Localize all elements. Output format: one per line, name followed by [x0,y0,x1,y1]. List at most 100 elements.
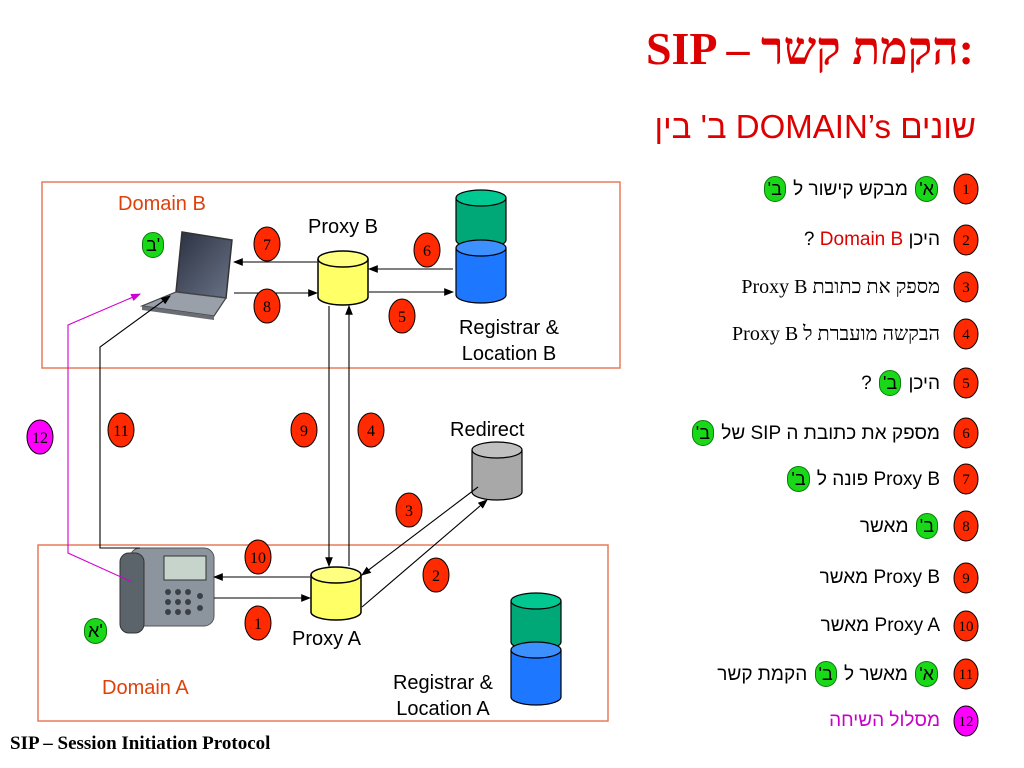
step-8: 8 ב' מאשר [860,510,980,542]
diagram-badge-10: 10 [244,539,272,575]
svg-text:8: 8 [962,519,970,535]
redirect-server-icon [471,441,523,501]
step-text: מסלול השיחה [829,710,940,731]
step-badge: 7 [953,463,979,495]
svg-text:3: 3 [962,280,970,296]
domain-a-box [37,544,609,722]
step-text: מאשר [859,516,909,537]
svg-text:7: 7 [263,237,271,254]
user-pill: ב' [763,176,786,202]
redirect-label: Redirect [450,419,525,441]
proxy-a-label: Proxy A [292,628,361,650]
svg-text:10: 10 [959,619,974,635]
svg-text:10: 10 [250,550,266,567]
step-text: היכן [908,229,940,250]
registrar-a-database-icon [510,592,562,706]
domain-a-label: Domain A [102,677,189,699]
domain-ref: Domain B [819,229,904,250]
diagram-badge-3: 3 [395,492,423,528]
svg-text:12: 12 [959,714,974,730]
step-12: 12 מסלול השיחה [829,705,980,737]
svg-text:2: 2 [962,233,970,249]
domain-b-box [41,181,621,369]
step-badge: 2 [953,224,979,256]
diagram-badge-4: 4 [357,412,385,448]
svg-text:5: 5 [962,376,970,392]
step-2: 2 היכן Domain B ? [804,224,980,256]
step-badge: 6 [953,417,979,449]
user-pill: ב' [915,513,938,539]
step-text: מאשר ל [844,664,908,685]
svg-text:6: 6 [962,426,970,442]
svg-text:8: 8 [263,299,271,316]
step-11: 11 א' מאשר ל ב' הקמת קשר [717,658,980,690]
step-badge: 8 [953,510,979,542]
svg-text:1: 1 [254,616,262,633]
step-badge: 1 [953,173,979,205]
svg-text:2: 2 [432,568,440,585]
diagram-badge-6: 6 [413,232,441,268]
step-9: 9 Proxy B מאשר [820,562,980,594]
diagram-badge-11: 11 [107,412,135,448]
step-badge: 10 [953,610,979,642]
step-badge: 4 [953,318,979,350]
desk-phone-icon [119,547,215,634]
user-pill: ב' [691,420,714,446]
step-text-tail: הקמת קשר [717,664,808,685]
page-title: SIP – הקמת קשר: [645,23,974,74]
svg-text:4: 4 [962,327,970,343]
user-pill: ב' [787,466,810,492]
user-pill: ב' [879,370,902,396]
step-10: 10 Proxy A מאשר [821,610,980,642]
svg-text:5: 5 [398,309,406,326]
footer-caption: SIP – Session Initiation Protocol [10,733,271,754]
diagram-badge-1: 1 [244,605,272,641]
laptop-icon [139,231,233,320]
svg-text:6: 6 [423,243,431,260]
domain-b-label: Domain B [118,193,206,215]
proxy-a-cylinder [310,566,362,621]
step-7: 7 Proxy B פונה ל ב' [785,463,980,495]
svg-text:12: 12 [32,430,48,447]
step-text: היכן [908,373,940,394]
step-1: 1 א' מבקש קישור ל ב' [762,173,980,205]
user-a-badge: א' [82,618,109,644]
step-text: מבקש קישור ל [793,179,908,200]
diagram-badge-12: 12 [26,419,54,455]
step-text: Proxy A מאשר [820,615,940,636]
step-text: Proxy B פונה ל [816,469,940,490]
step-6: 6 מספק את כתובת ה SIP של ב' [690,417,980,449]
step-text: Proxy B מאשר [819,567,940,588]
svg-text:9: 9 [962,571,970,587]
svg-text:11: 11 [959,667,973,683]
step-badge: 11 [953,658,979,690]
step-text-tail: ? [861,373,872,394]
step-text-tail: ? [803,229,815,250]
svg-text:7: 7 [962,472,970,488]
diagram-badge-9: 9 [290,412,318,448]
diagram-badge-5: 5 [388,298,416,334]
svg-text:4: 4 [367,423,375,440]
svg-text:11: 11 [113,423,128,440]
svg-text:3: 3 [405,503,413,520]
step-5: 5 היכן ב' ? [861,367,980,399]
step-badge: 9 [953,562,979,594]
step-text: מספק את כתובת ה SIP של [721,423,940,444]
svg-text:1: 1 [962,182,970,198]
user-pill: א' [915,176,938,202]
user-pill: ב' [814,661,837,687]
diagram-badge-8: 8 [253,288,281,324]
page-subtitle: ב' בין DOMAIN’s שונים [654,108,976,145]
diagram-badge-2: 2 [422,557,450,593]
registrar-b-database-icon [455,189,507,304]
proxy-b-label: Proxy B [308,216,379,238]
step-text: מספק את כתובת Proxy B [741,275,940,298]
step-badge: 12 [953,705,979,737]
step-3: 3 מספק את כתובת Proxy B [741,271,980,303]
proxy-b-cylinder [317,250,369,306]
registrar-b-label: Registrar & Location B [458,317,560,365]
user-pill: א' [915,661,938,687]
registrar-a-label: Registrar & Location A [392,672,494,720]
